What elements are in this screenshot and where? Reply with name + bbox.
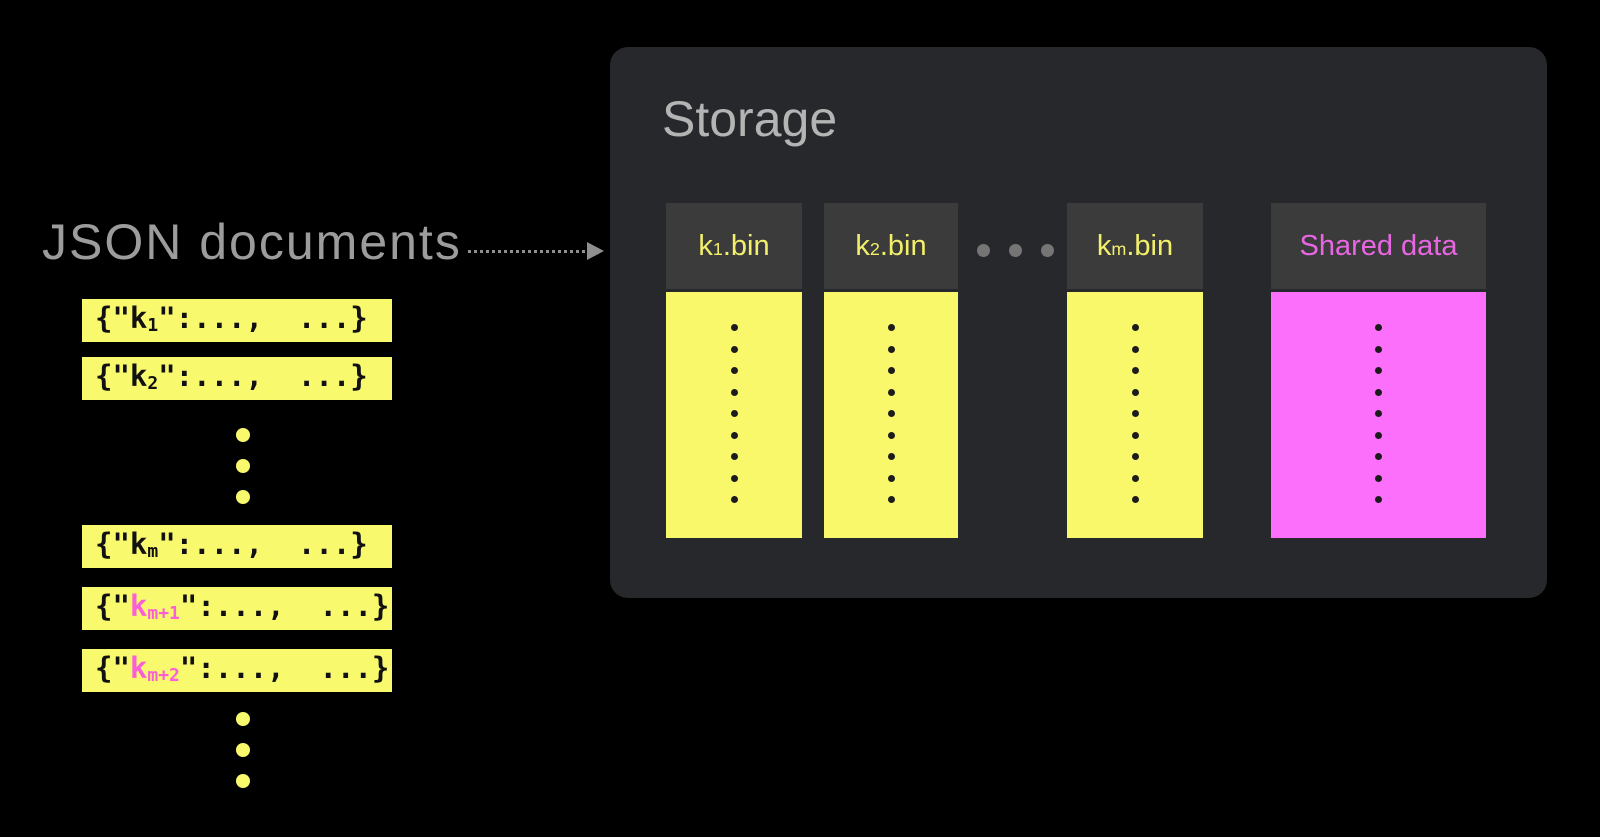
- doc-key: k1: [129, 301, 159, 337]
- doc-text-pre: {": [95, 651, 130, 685]
- json-documents-label: JSON documents: [42, 214, 462, 270]
- bin-label-subscript: 1: [712, 238, 723, 259]
- shared-data-column: Shared data: [1271, 203, 1486, 538]
- bin-label: k: [1096, 229, 1112, 262]
- bin-label-subscript: 2: [869, 238, 880, 259]
- bin-label-ext: .bin: [879, 229, 927, 262]
- doc-text-post: ":..., ...}: [158, 359, 368, 393]
- doc-text-pre: {": [95, 359, 130, 393]
- json-doc-bar-km2: {"km+2":..., ...}: [82, 649, 392, 692]
- doc-text-post: ":..., ...}: [179, 589, 390, 623]
- doc-key-subscript: m+1: [147, 603, 180, 625]
- dotted-line: [468, 250, 588, 253]
- bin-label: k: [698, 229, 713, 262]
- doc-key: k2: [129, 359, 159, 395]
- doc-key-subscript: 2: [147, 373, 159, 395]
- documents-ellipsis-bottom: [236, 712, 250, 788]
- shared-data-header: Shared data: [1271, 203, 1486, 289]
- doc-text-pre: {": [95, 589, 130, 623]
- doc-key-highlighted: km+1: [129, 589, 180, 625]
- doc-text-pre: {": [95, 527, 130, 561]
- doc-text-post: ":..., ...}: [158, 527, 368, 561]
- doc-key-subscript: m: [147, 541, 159, 563]
- doc-key-subscript: 1: [147, 315, 159, 337]
- bin-file-body-km: [1067, 292, 1203, 538]
- bin-label-ext: .bin: [1126, 229, 1174, 262]
- json-doc-text-km1: {"km+1":..., ...}: [95, 585, 389, 632]
- columns-ellipsis: [977, 244, 1054, 257]
- json-doc-text-km: {"km":..., ...}: [95, 523, 368, 570]
- flow-arrow: [468, 242, 604, 260]
- doc-key: km: [129, 527, 159, 563]
- doc-text-pre: {": [95, 301, 130, 335]
- bin-label-subscript: m: [1111, 238, 1127, 259]
- shared-data-body: [1271, 292, 1486, 538]
- doc-text-post: ":..., ...}: [158, 301, 368, 335]
- doc-key-subscript: m+2: [147, 665, 180, 687]
- doc-text-post: ":..., ...}: [179, 651, 390, 685]
- bin-label-ext: .bin: [722, 229, 770, 262]
- json-doc-bar-k2: {"k2":..., ...}: [82, 357, 392, 400]
- arrowhead-icon: [587, 242, 604, 260]
- json-doc-text-km2: {"km+2":..., ...}: [95, 647, 389, 694]
- documents-ellipsis-top: [236, 428, 250, 504]
- doc-key-highlighted: km+2: [129, 651, 180, 687]
- bin-file-body-k1: [666, 292, 802, 538]
- storage-title: Storage: [662, 91, 838, 147]
- json-doc-text-k2: {"k2":..., ...}: [95, 355, 368, 402]
- bin-label: k: [855, 229, 870, 262]
- json-doc-bar-km1: {"km+1":..., ...}: [82, 587, 392, 630]
- json-doc-bar-k1: {"k1":..., ...}: [82, 299, 392, 342]
- shared-data-label: Shared data: [1299, 229, 1458, 262]
- json-doc-bar-km: {"km":..., ...}: [82, 525, 392, 568]
- json-doc-text-k1: {"k1":..., ...}: [95, 297, 368, 344]
- bin-file-body-k2: [824, 292, 958, 538]
